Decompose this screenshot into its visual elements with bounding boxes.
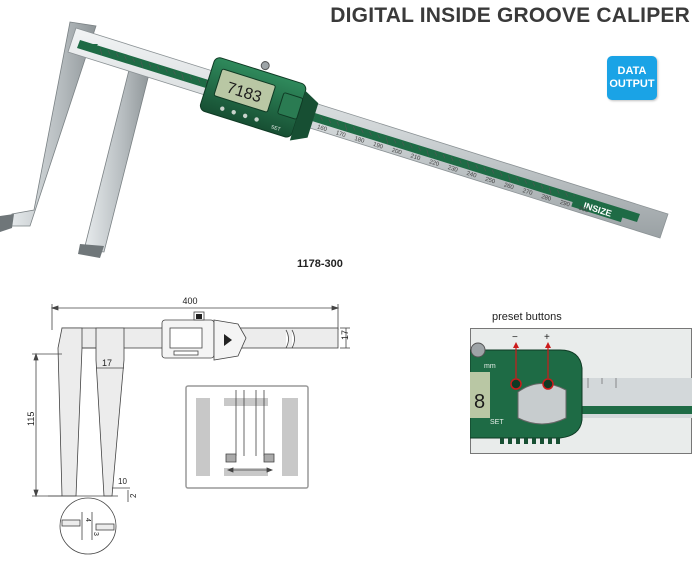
detail-dim-3: 3 bbox=[92, 532, 99, 536]
scale-tick bbox=[165, 68, 168, 73]
lcd-display bbox=[213, 68, 276, 113]
scale-number: 290 bbox=[559, 200, 571, 209]
scale-number: 180 bbox=[354, 136, 366, 145]
beam-height-label: 17 bbox=[340, 330, 350, 340]
overall-length-label: 400 bbox=[182, 296, 197, 306]
scale-tick bbox=[442, 154, 446, 159]
scale-tick bbox=[107, 50, 111, 55]
scale-number: 190 bbox=[372, 142, 384, 151]
scale-tick bbox=[475, 164, 478, 169]
scale-tick bbox=[377, 133, 380, 139]
scale-tick bbox=[401, 141, 405, 146]
tip-detail-circle bbox=[59, 497, 117, 555]
scale-tick bbox=[344, 123, 348, 132]
plus-symbol: + bbox=[544, 332, 550, 343]
scale-number: 170 bbox=[335, 130, 347, 139]
scale-tick bbox=[491, 169, 495, 174]
scale-number: 280 bbox=[540, 194, 552, 203]
scale-tick bbox=[483, 166, 487, 172]
scale-tick bbox=[540, 184, 544, 189]
scale-tick bbox=[557, 189, 560, 195]
model-number: 1178-300 bbox=[297, 258, 343, 270]
badge-line-2: OUTPUT bbox=[609, 78, 655, 90]
scale-number: 270 bbox=[522, 188, 534, 197]
scale-tick bbox=[336, 121, 340, 126]
scale-tick bbox=[532, 182, 536, 187]
set-label: SET bbox=[270, 124, 281, 133]
scale-tick bbox=[328, 118, 331, 124]
scale-tick bbox=[140, 60, 144, 68]
scale-tick bbox=[426, 149, 429, 157]
scale-tick bbox=[459, 159, 462, 164]
scale-tick bbox=[361, 128, 364, 134]
scale-tick bbox=[132, 57, 135, 63]
scale-number: 240 bbox=[466, 171, 478, 180]
tip-offset-label: 2 bbox=[129, 493, 138, 498]
svg-text:8: 8 bbox=[474, 391, 485, 413]
scale-number: 260 bbox=[503, 182, 515, 191]
scale-tick bbox=[410, 144, 413, 149]
scale-tick bbox=[467, 161, 470, 170]
scale-tick bbox=[434, 151, 438, 157]
badge-line-1: DATA bbox=[617, 65, 647, 77]
scale-tick bbox=[499, 171, 503, 177]
scale-tick bbox=[450, 156, 454, 162]
inset-units: mm bbox=[484, 363, 496, 370]
scale-tick bbox=[116, 52, 119, 58]
scale-tick bbox=[418, 146, 421, 151]
scale-number: 210 bbox=[410, 153, 422, 162]
scale-tick bbox=[124, 55, 127, 60]
on-off-button[interactable] bbox=[231, 110, 237, 116]
scale-tick bbox=[369, 131, 372, 136]
scale-tick bbox=[565, 192, 568, 197]
scale-tick bbox=[385, 136, 389, 144]
scale-tick bbox=[197, 78, 201, 83]
lock-screw[interactable] bbox=[260, 61, 270, 71]
scale-tick bbox=[352, 126, 356, 131]
scale-tick bbox=[393, 139, 397, 144]
minus-symbol: − bbox=[512, 332, 518, 343]
jaw-width-label: 17 bbox=[102, 358, 112, 368]
zero-button[interactable] bbox=[242, 113, 248, 119]
scale-tick bbox=[181, 73, 184, 81]
scale-tick bbox=[516, 177, 519, 182]
drawing-moving-jaw bbox=[95, 327, 125, 497]
jaw-length-label: 115 bbox=[26, 412, 36, 426]
detail-dim-4: 4 bbox=[84, 518, 91, 522]
data-output-badge: DATA OUTPUT bbox=[607, 56, 657, 100]
scale-tick bbox=[173, 70, 176, 75]
digital-readout-unit: 7183 SET bbox=[199, 57, 319, 141]
abs-button[interactable] bbox=[254, 117, 260, 123]
scale-tick bbox=[320, 116, 323, 121]
moving-jaw bbox=[83, 65, 151, 253]
preset-buttons-inset: 90 8 mm SET − + bbox=[470, 328, 692, 454]
scale-number: 230 bbox=[447, 165, 459, 174]
scale-number: 160 bbox=[316, 124, 328, 133]
caliper-product-image: INSIZE 140150160170180190200210220230240… bbox=[0, 21, 669, 258]
scale-tick bbox=[156, 65, 160, 70]
drawing-fixed-jaw bbox=[57, 327, 83, 497]
technical-drawing: 400 17 115 17 10 2 4 3 bbox=[26, 296, 350, 555]
unit-button[interactable] bbox=[220, 106, 226, 112]
tip-length-label: 10 bbox=[118, 477, 127, 486]
inset-set-label: SET bbox=[490, 419, 504, 426]
preset-plus-button[interactable] bbox=[542, 378, 554, 390]
scale-number: 300 bbox=[578, 206, 590, 215]
scale-band bbox=[77, 40, 640, 222]
scale-tick bbox=[148, 63, 152, 68]
scale-tick bbox=[524, 179, 527, 184]
scale-tick bbox=[548, 187, 552, 195]
scale-number: 250 bbox=[484, 177, 496, 186]
scale-tick bbox=[508, 174, 511, 182]
scale-number: 200 bbox=[391, 148, 403, 157]
scale-number: 220 bbox=[428, 159, 440, 168]
page-title: DIGITAL INSIDE GROOVE CALIPER bbox=[330, 4, 690, 27]
scale-tick bbox=[189, 75, 193, 81]
preset-minus-button[interactable] bbox=[510, 378, 522, 390]
preset-buttons-caption: preset buttons bbox=[492, 311, 562, 323]
scale-tick bbox=[99, 47, 103, 56]
